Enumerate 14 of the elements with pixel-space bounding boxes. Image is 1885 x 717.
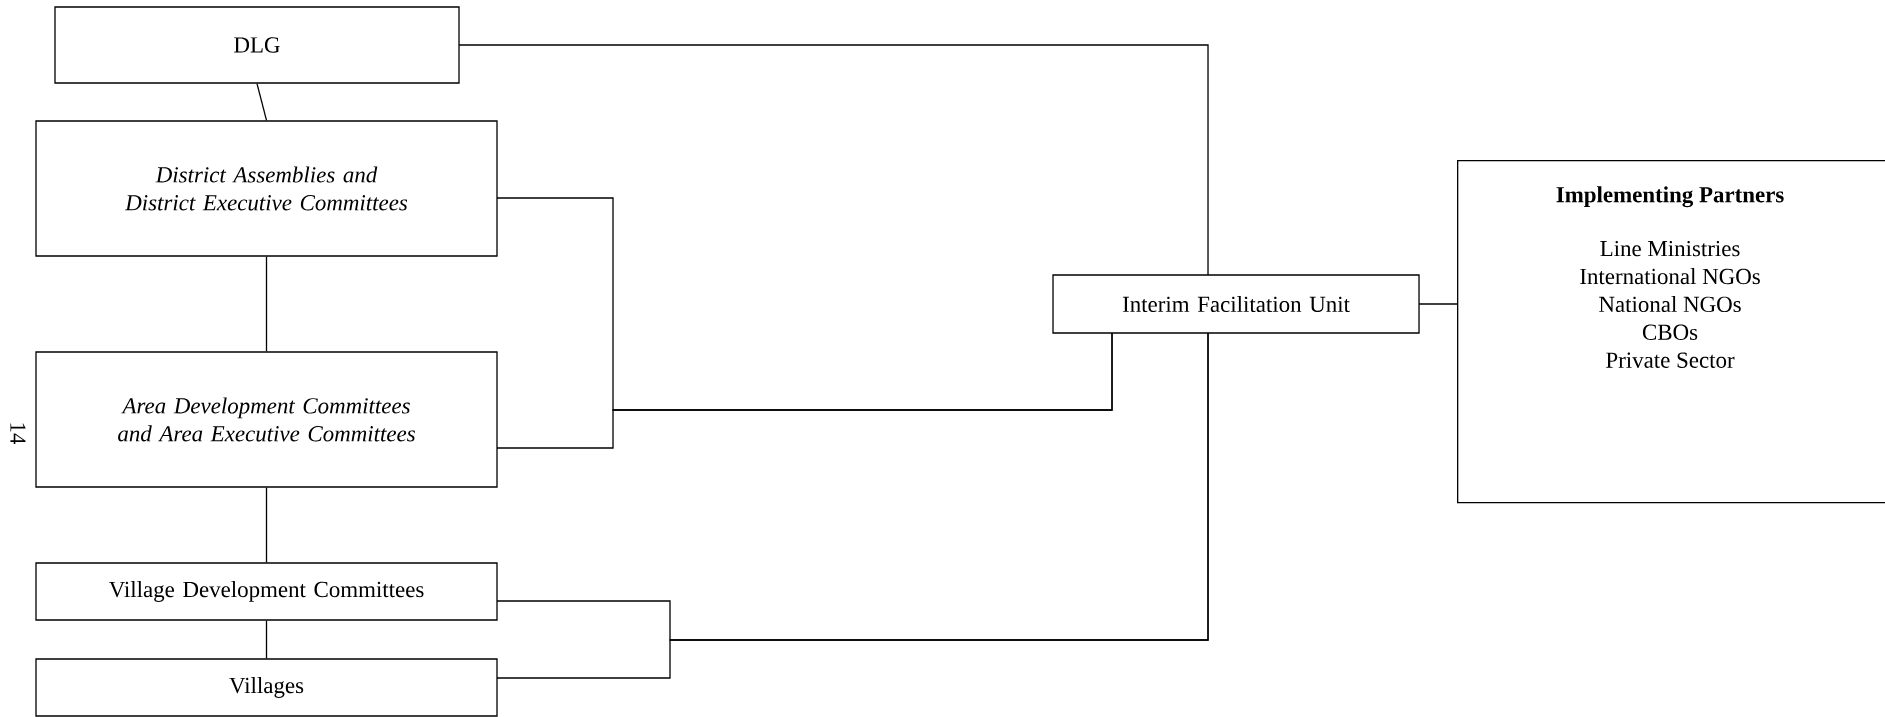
org-box: Villages xyxy=(35,658,498,717)
org-box: Interim Facilitation Unit xyxy=(1052,274,1420,334)
partners-box: Implementing Partners Line Ministries International NGOs National NGOs CBOs Private Sector xyxy=(1457,160,1885,504)
connector-line xyxy=(256,83,268,121)
connector-line xyxy=(458,44,1209,276)
org-box: Area Development Committees and Area Executive Committees xyxy=(35,351,498,488)
connector-line xyxy=(265,487,268,563)
connector-line xyxy=(496,332,1113,449)
org-box: Village Development Committees xyxy=(35,562,498,621)
connector-line xyxy=(265,256,268,352)
connector-line xyxy=(265,620,268,659)
org-box: District Assemblies and District Executive Committees xyxy=(35,120,498,257)
org-box: DLG xyxy=(54,6,460,84)
connector-line xyxy=(1418,303,1458,305)
